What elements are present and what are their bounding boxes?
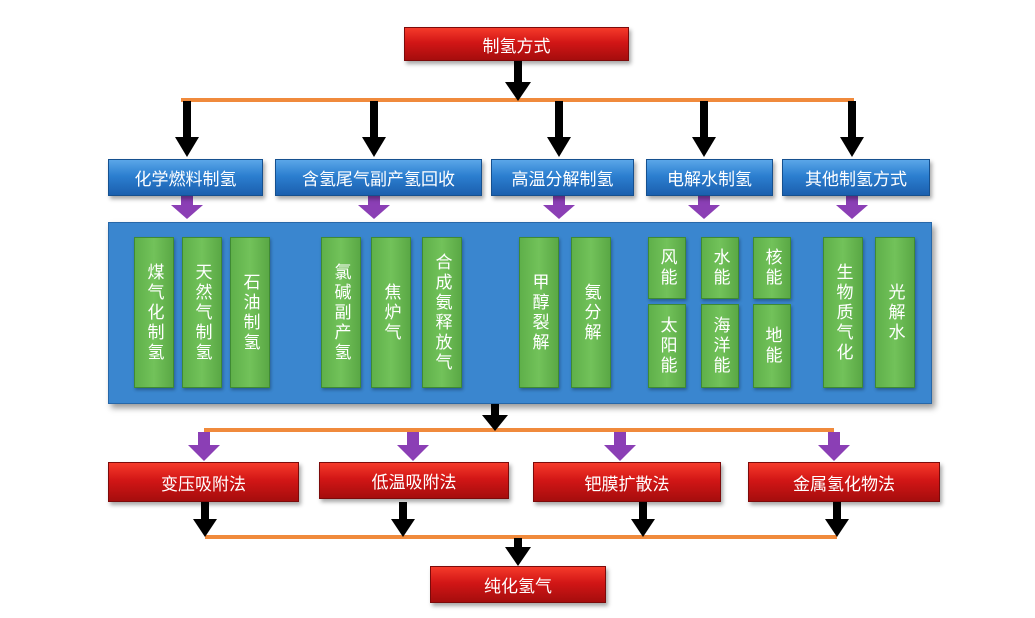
arrow-bus-to-method-2 (362, 101, 386, 157)
method-label: 高温分解制氢 (511, 170, 614, 190)
method-node-1: 化学燃料制氢 (108, 159, 263, 196)
arrow-panel-to-bus (482, 402, 508, 431)
purify-node-2: 低温吸附法 (319, 462, 509, 499)
arrow-top-to-bus (505, 59, 531, 101)
arrow-purify-4-down (825, 502, 849, 537)
source-item-nuclear: 核能 (753, 237, 791, 299)
purify-node-4: 金属氢化物法 (748, 462, 940, 502)
source-item-ocean: 海洋能 (701, 304, 739, 388)
source-item-ammonia-decomposition: 氨分解 (571, 237, 611, 388)
bottom-node: 纯化氢气 (430, 566, 606, 603)
arrow-purify-2-down (391, 502, 415, 537)
purple-arrow-purify-1 (188, 432, 220, 461)
source-item-ammonia-synthesis: 合成氨释放气 (422, 237, 462, 388)
purify-label: 钯膜扩散法 (584, 474, 670, 495)
arrow-bus-to-method-3 (547, 101, 571, 157)
method-label: 电解水制氢 (667, 170, 752, 190)
purple-arrow-5 (836, 196, 868, 219)
source-item-biomass: 生物质气化 (823, 237, 863, 388)
source-item-solar: 太阳能 (648, 304, 686, 388)
purple-arrow-purify-2 (397, 432, 429, 461)
purify-label: 低温吸附法 (371, 473, 457, 493)
source-item-photolysis: 光解水 (875, 237, 915, 388)
source-item-coke-oven-gas: 焦炉气 (371, 237, 411, 388)
purify-label: 变压吸附法 (161, 474, 246, 495)
method-label: 含氢尾气副产氢回收 (302, 170, 455, 190)
purple-arrow-purify-3 (604, 432, 636, 461)
method-node-3: 高温分解制氢 (491, 159, 634, 196)
method-label: 化学燃料制氢 (134, 170, 237, 190)
source-item-geothermal: 地能 (753, 304, 791, 388)
arrow-bus-to-method-5 (840, 101, 864, 157)
source-item-petroleum: 石油制氢 (230, 237, 270, 388)
source-item-hydro: 水能 (701, 237, 739, 299)
arrow-purify-1-down (193, 502, 217, 537)
method-node-4: 电解水制氢 (646, 159, 773, 196)
source-item-methanol-cracking: 甲醇裂解 (519, 237, 559, 388)
method-label: 其他制氢方式 (805, 170, 907, 190)
top-node-label: 制氢方式 (482, 36, 551, 57)
method-node-5: 其他制氢方式 (782, 159, 930, 196)
purple-arrow-3 (543, 196, 575, 219)
source-item-wind: 风能 (648, 237, 686, 299)
purify-label: 金属氢化物法 (793, 474, 895, 495)
top-node: 制氢方式 (404, 27, 629, 61)
purple-arrow-2 (358, 196, 390, 219)
method-node-2: 含氢尾气副产氢回收 (275, 159, 482, 196)
purple-arrow-1 (171, 196, 203, 219)
source-item-natural-gas: 天然气制氢 (182, 237, 222, 388)
arrow-purify-3-down (631, 502, 655, 537)
purple-arrow-purify-4 (818, 432, 850, 461)
source-item-chlor-alkali: 氯碱副产氢 (321, 237, 361, 388)
purple-arrow-4 (688, 196, 720, 219)
arrow-bus-to-method-4 (692, 101, 716, 157)
arrow-bus-to-method-1 (175, 101, 199, 157)
source-item-coal-gasification: 煤气化制氢 (134, 237, 174, 388)
arrow-bus-to-final (505, 538, 531, 566)
purify-node-1: 变压吸附法 (108, 462, 299, 502)
bottom-node-label: 纯化氢气 (484, 577, 552, 597)
purify-node-3: 钯膜扩散法 (533, 462, 721, 502)
